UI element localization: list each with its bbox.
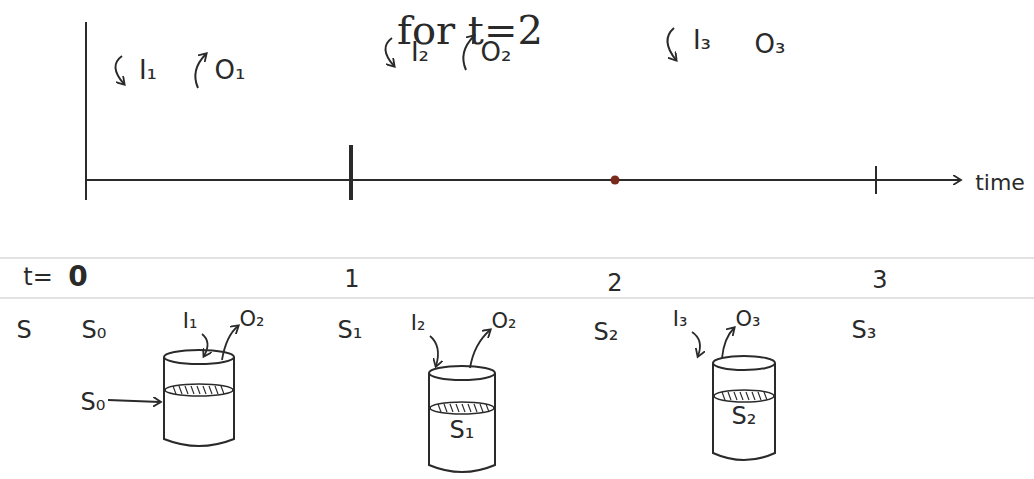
pointer-arrow	[108, 400, 160, 402]
state-label: S₂	[594, 319, 619, 345]
input-arrow	[667, 28, 676, 60]
beaker-node: S₂	[712, 356, 776, 460]
input-label: I₁	[183, 310, 198, 333]
time-index: 0	[68, 262, 87, 293]
band-line	[0, 297, 1034, 299]
input-arrow	[385, 38, 394, 66]
tick-dot	[611, 176, 620, 185]
state-label: S₁	[450, 417, 475, 443]
state-label: S₂	[732, 403, 757, 429]
input-arrow	[430, 336, 438, 366]
output-arrow	[470, 330, 490, 368]
time-axis	[86, 179, 960, 181]
output-label: O₃	[755, 30, 786, 59]
beaker-node: S₀	[163, 350, 235, 446]
input-label: I₃	[693, 26, 711, 55]
input-label: I₁	[139, 56, 157, 85]
output-arrow	[195, 54, 206, 88]
output-label: O₁	[215, 56, 246, 85]
output-arrow	[222, 326, 238, 360]
state-label: S₀	[81, 389, 106, 415]
state-label: S₃	[852, 317, 877, 343]
input-arrow	[115, 56, 124, 84]
tick	[349, 145, 353, 200]
beaker-outline	[163, 350, 235, 446]
time-index: 2	[607, 270, 622, 296]
input-arrow	[202, 334, 208, 356]
input-label: I₃	[673, 308, 688, 331]
input-label: I₂	[411, 38, 429, 67]
output-label: O₃	[736, 308, 761, 331]
band-line	[0, 257, 1034, 259]
row-label: t=	[23, 264, 53, 290]
output-label: O₂	[492, 310, 517, 333]
output-arrow	[722, 328, 734, 358]
axis-label: time	[975, 171, 1025, 195]
input-label: I₂	[411, 312, 426, 335]
output-label: O₂	[240, 308, 265, 331]
tick	[875, 166, 877, 194]
output-label: O₂	[481, 38, 512, 67]
state-label: S₁	[338, 317, 363, 343]
state-label: S₀	[82, 317, 107, 343]
row-label: S	[16, 317, 31, 343]
time-index: 3	[872, 267, 887, 293]
input-arrow	[692, 332, 700, 356]
vertical-axis	[85, 22, 87, 200]
time-index: 1	[344, 266, 359, 292]
beaker-node: S₁	[428, 366, 496, 472]
